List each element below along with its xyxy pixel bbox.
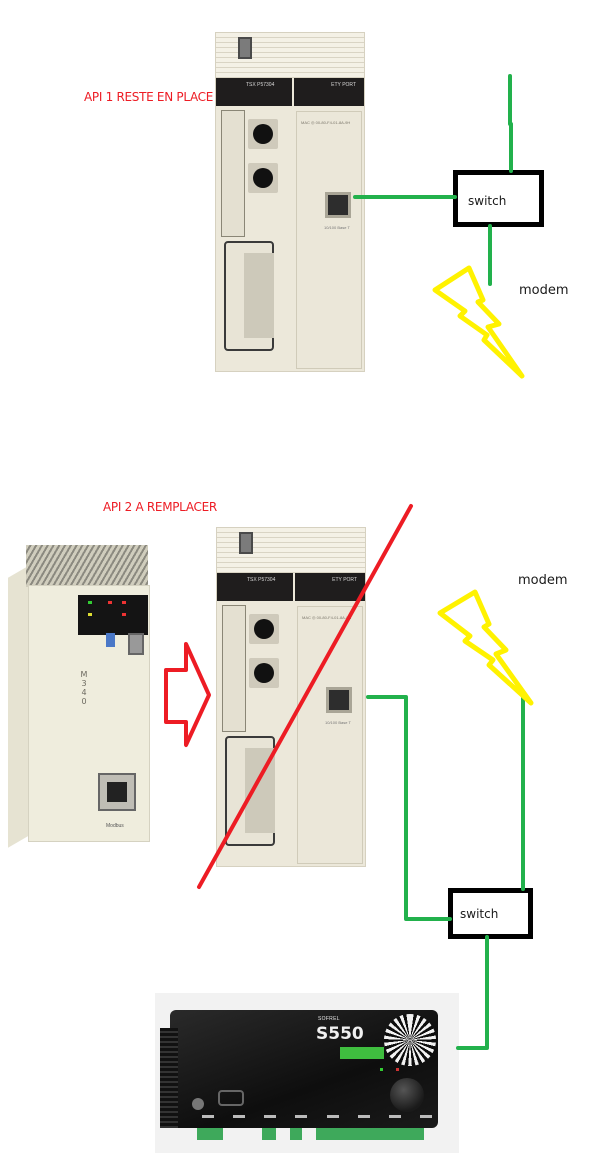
modem-label-bottom: modem <box>518 573 568 588</box>
plc-ethernet-port: 10/100 Base T <box>325 687 352 725</box>
plc-label-band: TSX P57304 ETY PORT <box>217 573 365 601</box>
api1-label: API 1 RESTE EN PLACE <box>84 90 214 104</box>
plc-ethernet-port: 10/100 Base T <box>324 192 351 230</box>
plc-model-text: TSX P57304 <box>247 577 276 583</box>
switch-top-label: switch <box>468 194 507 208</box>
plc-mac-text: MAC ◎ 00-80-F4-01-8A-9H <box>302 615 352 620</box>
plc-clip <box>239 532 253 554</box>
m340-led-ser <box>88 613 92 616</box>
m340-letter: 3 <box>81 679 87 688</box>
sofrel-led-red <box>396 1068 399 1071</box>
plc-ethernet-panel: MAC ◎ 00-80-F4-01-8A-9H 10/100 Base T <box>296 111 362 369</box>
sofrel-port-labels <box>202 1115 432 1118</box>
m340-ethernet-port <box>98 773 136 811</box>
plc-port-label: 10/100 Base T <box>324 225 350 230</box>
plc-vent <box>216 33 364 78</box>
m340-led-err <box>108 601 112 604</box>
switch-bottom: switch <box>448 888 533 939</box>
m340-sd-slot <box>106 633 115 647</box>
arrow-right-outline-icon <box>164 642 211 747</box>
m340-port-label: Modbus <box>106 823 124 829</box>
m340-led-run <box>88 601 92 604</box>
network-line-top-uplink <box>508 74 513 173</box>
network-line-bottom-plc-switch <box>366 695 452 921</box>
sofrel-heatsink <box>160 1028 178 1128</box>
plc-vent <box>217 528 365 573</box>
api2-label: API 2 A REMPLACER <box>103 500 217 514</box>
plc-port-label: 10/100 Base T <box>325 720 351 725</box>
plc-memory-cover <box>224 241 274 351</box>
plc-module-text: ETY PORT <box>332 577 357 583</box>
m340-usb-port <box>128 633 144 655</box>
plc-serial-port-1 <box>249 614 279 644</box>
sofrel-sunburst-logo <box>384 1014 436 1066</box>
plc-mac-text: MAC ◎ 00-80-F4-01-8A-9H <box>301 120 351 125</box>
sofrel-lacroix-logo <box>192 1098 204 1110</box>
plc-clip <box>238 37 252 59</box>
sofrel-terminal <box>316 1128 424 1140</box>
plc-label-band: TSX P57304 ETY PORT <box>216 78 364 106</box>
sofrel-terminal <box>290 1128 302 1140</box>
sofrel-serial-port <box>218 1090 244 1106</box>
m340-led-card <box>122 613 126 616</box>
m340-top-vent <box>26 545 148 587</box>
sofrel-knob <box>390 1078 424 1112</box>
m340-model-vertical: M 3 4 0 <box>80 670 88 706</box>
sofrel-led-green <box>380 1068 383 1071</box>
strike-through-line <box>197 504 413 889</box>
plc-card-slot <box>222 605 246 732</box>
modem-label-top: modem <box>519 283 569 298</box>
plc-m340: M 3 4 0 Modbus <box>8 545 158 848</box>
sofrel-terminal <box>197 1128 223 1140</box>
plc-api1: TSX P57304 ETY PORT MAC ◎ 00-80-F4-01-8A… <box>215 32 365 372</box>
plc-module-text: ETY PORT <box>331 82 356 88</box>
plc-memory-cover <box>225 736 275 846</box>
m340-letter: 0 <box>81 697 87 706</box>
lightning-bolt-icon <box>432 265 525 379</box>
sofrel-s550: SOFREL S550 <box>160 1010 438 1128</box>
plc-card-slot <box>221 110 245 237</box>
plc-serial-port-2 <box>248 163 278 193</box>
m340-letter: M <box>80 670 88 679</box>
m340-led-io <box>122 601 126 604</box>
plc-model-text: TSX P57304 <box>246 82 275 88</box>
sofrel-model: S550 <box>316 1024 364 1044</box>
switch-bottom-label: switch <box>460 907 499 921</box>
lightning-bolt-icon <box>437 589 534 706</box>
switch-top: switch <box>453 170 544 227</box>
network-line-bottom-switch-sofrel <box>456 935 489 1050</box>
plc-serial-port-2 <box>249 658 279 688</box>
sofrel-lcd <box>340 1047 384 1059</box>
sofrel-terminal <box>262 1128 276 1140</box>
plc-serial-port-1 <box>248 119 278 149</box>
sofrel-brand: SOFREL <box>318 1016 340 1022</box>
m340-letter: 4 <box>81 688 87 697</box>
